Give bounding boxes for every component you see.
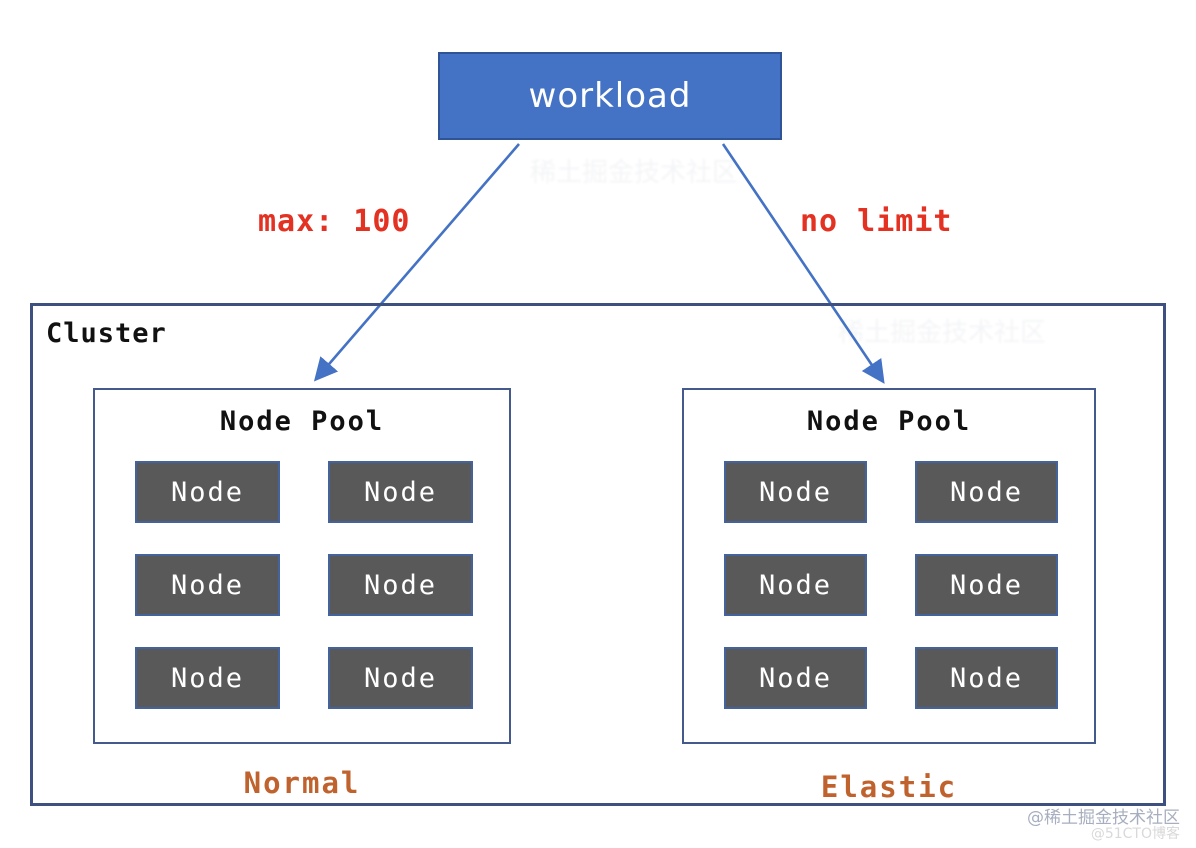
node-pool-title: Node Pool [219, 406, 385, 437]
caption-elastic: Elastic [820, 770, 958, 804]
node-grid: Node Node Node Node Node Node [95, 437, 509, 709]
node-pool-title: Node Pool [806, 406, 972, 437]
edge-label-max: max: 100 [258, 204, 411, 239]
cluster-box [30, 303, 1166, 806]
node-box: Node [135, 647, 280, 709]
node-pool-normal: Node Pool Node Node Node Node Node Node [93, 388, 511, 744]
watermark-community: @稀土掘金技术社区 [1027, 808, 1180, 828]
node-box: Node [135, 461, 280, 523]
node-pool-elastic: Node Pool Node Node Node Node Node Node [682, 388, 1096, 744]
node-box: Node [915, 647, 1058, 709]
ghost-watermark: 稀土掘金技术社区 [530, 158, 739, 188]
node-box: Node [328, 647, 473, 709]
node-box: Node [328, 554, 473, 616]
node-box: Node [328, 461, 473, 523]
edge-label-no-limit: no limit [800, 204, 953, 239]
node-box: Node [915, 554, 1058, 616]
workload-box: workload [438, 52, 782, 140]
watermark-51cto: @51CTO博客 [1090, 826, 1180, 842]
node-grid: Node Node Node Node Node Node [684, 437, 1094, 709]
cluster-label: Cluster [46, 318, 167, 349]
caption-normal: Normal [243, 766, 361, 800]
node-box: Node [724, 554, 867, 616]
node-box: Node [135, 554, 280, 616]
node-box: Node [915, 461, 1058, 523]
node-box: Node [724, 647, 867, 709]
node-box: Node [724, 461, 867, 523]
workload-label: workload [528, 76, 692, 116]
